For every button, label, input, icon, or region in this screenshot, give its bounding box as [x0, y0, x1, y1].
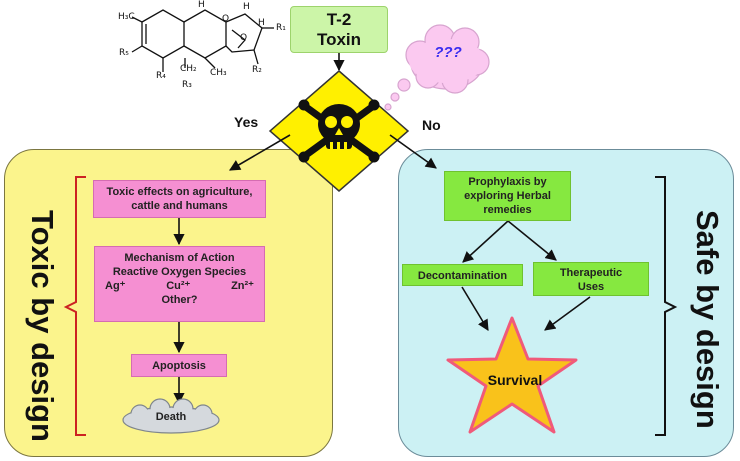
- therapeutic-line-1: Therapeutic: [559, 267, 623, 279]
- label-r1: R₁: [276, 23, 286, 33]
- t2-toxin-title: T-2 Toxin: [290, 6, 388, 53]
- title-line-1: T-2: [326, 10, 352, 29]
- mechanism-line-4: Other?: [161, 294, 198, 306]
- label-ch3: CH₃: [210, 68, 227, 78]
- skull-crossbones-icon: [298, 99, 380, 163]
- mechanism-box: Mechanism of Action Reactive Oxygen Spec…: [94, 246, 265, 322]
- prophylaxis-box: Prophylaxis by exploring Herbal remedies: [444, 171, 571, 221]
- label-o-ring: O: [222, 14, 230, 24]
- prophylaxis-line-3: remedies: [483, 204, 532, 216]
- label-r5: R₅: [119, 48, 129, 58]
- apoptosis-box: Apoptosis: [131, 354, 227, 377]
- therapeutic-line-2: Uses: [577, 281, 605, 293]
- label-r2: R₂: [252, 65, 262, 75]
- ion-ag: Ag⁺: [105, 280, 126, 292]
- toxic-effects-line-1: Toxic effects on agriculture,: [106, 186, 253, 198]
- therapeutic-uses-box: Therapeutic Uses: [533, 262, 649, 296]
- t2-structure-drawing: [131, 9, 274, 72]
- mechanism-line-1: Mechanism of Action: [124, 252, 235, 264]
- ion-row: Ag⁺ Cu²⁺ Zn²⁺: [95, 279, 264, 293]
- prophylaxis-line-1: Prophylaxis by: [468, 176, 547, 188]
- label-o-epoxide: O: [240, 33, 248, 43]
- title-line-2: Toxin: [316, 30, 362, 49]
- no-label: No: [422, 117, 441, 133]
- left-bracket: [63, 176, 86, 436]
- label-h-right: H: [243, 2, 250, 12]
- label-h3c: H₃C: [118, 12, 135, 22]
- prophylaxis-line-2: exploring Herbal: [464, 190, 551, 202]
- yes-label: Yes: [234, 114, 259, 130]
- survival-star-icon: [446, 316, 578, 434]
- label-r4: R₄: [156, 71, 166, 81]
- thought-question-marks: ???: [434, 44, 462, 61]
- toxic-effects-line-2: cattle and humans: [131, 200, 228, 212]
- label-h-left: H: [198, 0, 205, 10]
- label-ch2: CH₂: [180, 64, 197, 74]
- label-r3: R₃: [182, 80, 192, 90]
- toxic-effects-box: Toxic effects on agriculture, cattle and…: [93, 180, 266, 218]
- decontamination-box: Decontamination: [402, 264, 523, 286]
- right-bracket: [655, 176, 678, 436]
- death-label: Death: [155, 411, 187, 423]
- ion-cu: Cu²⁺: [166, 280, 191, 292]
- label-h-side: H: [258, 18, 265, 28]
- death-cloud-icon: [122, 398, 220, 434]
- ion-zn: Zn²⁺: [231, 280, 254, 292]
- mechanism-line-2: Reactive Oxygen Species: [112, 266, 247, 278]
- survival-label: Survival: [487, 372, 543, 388]
